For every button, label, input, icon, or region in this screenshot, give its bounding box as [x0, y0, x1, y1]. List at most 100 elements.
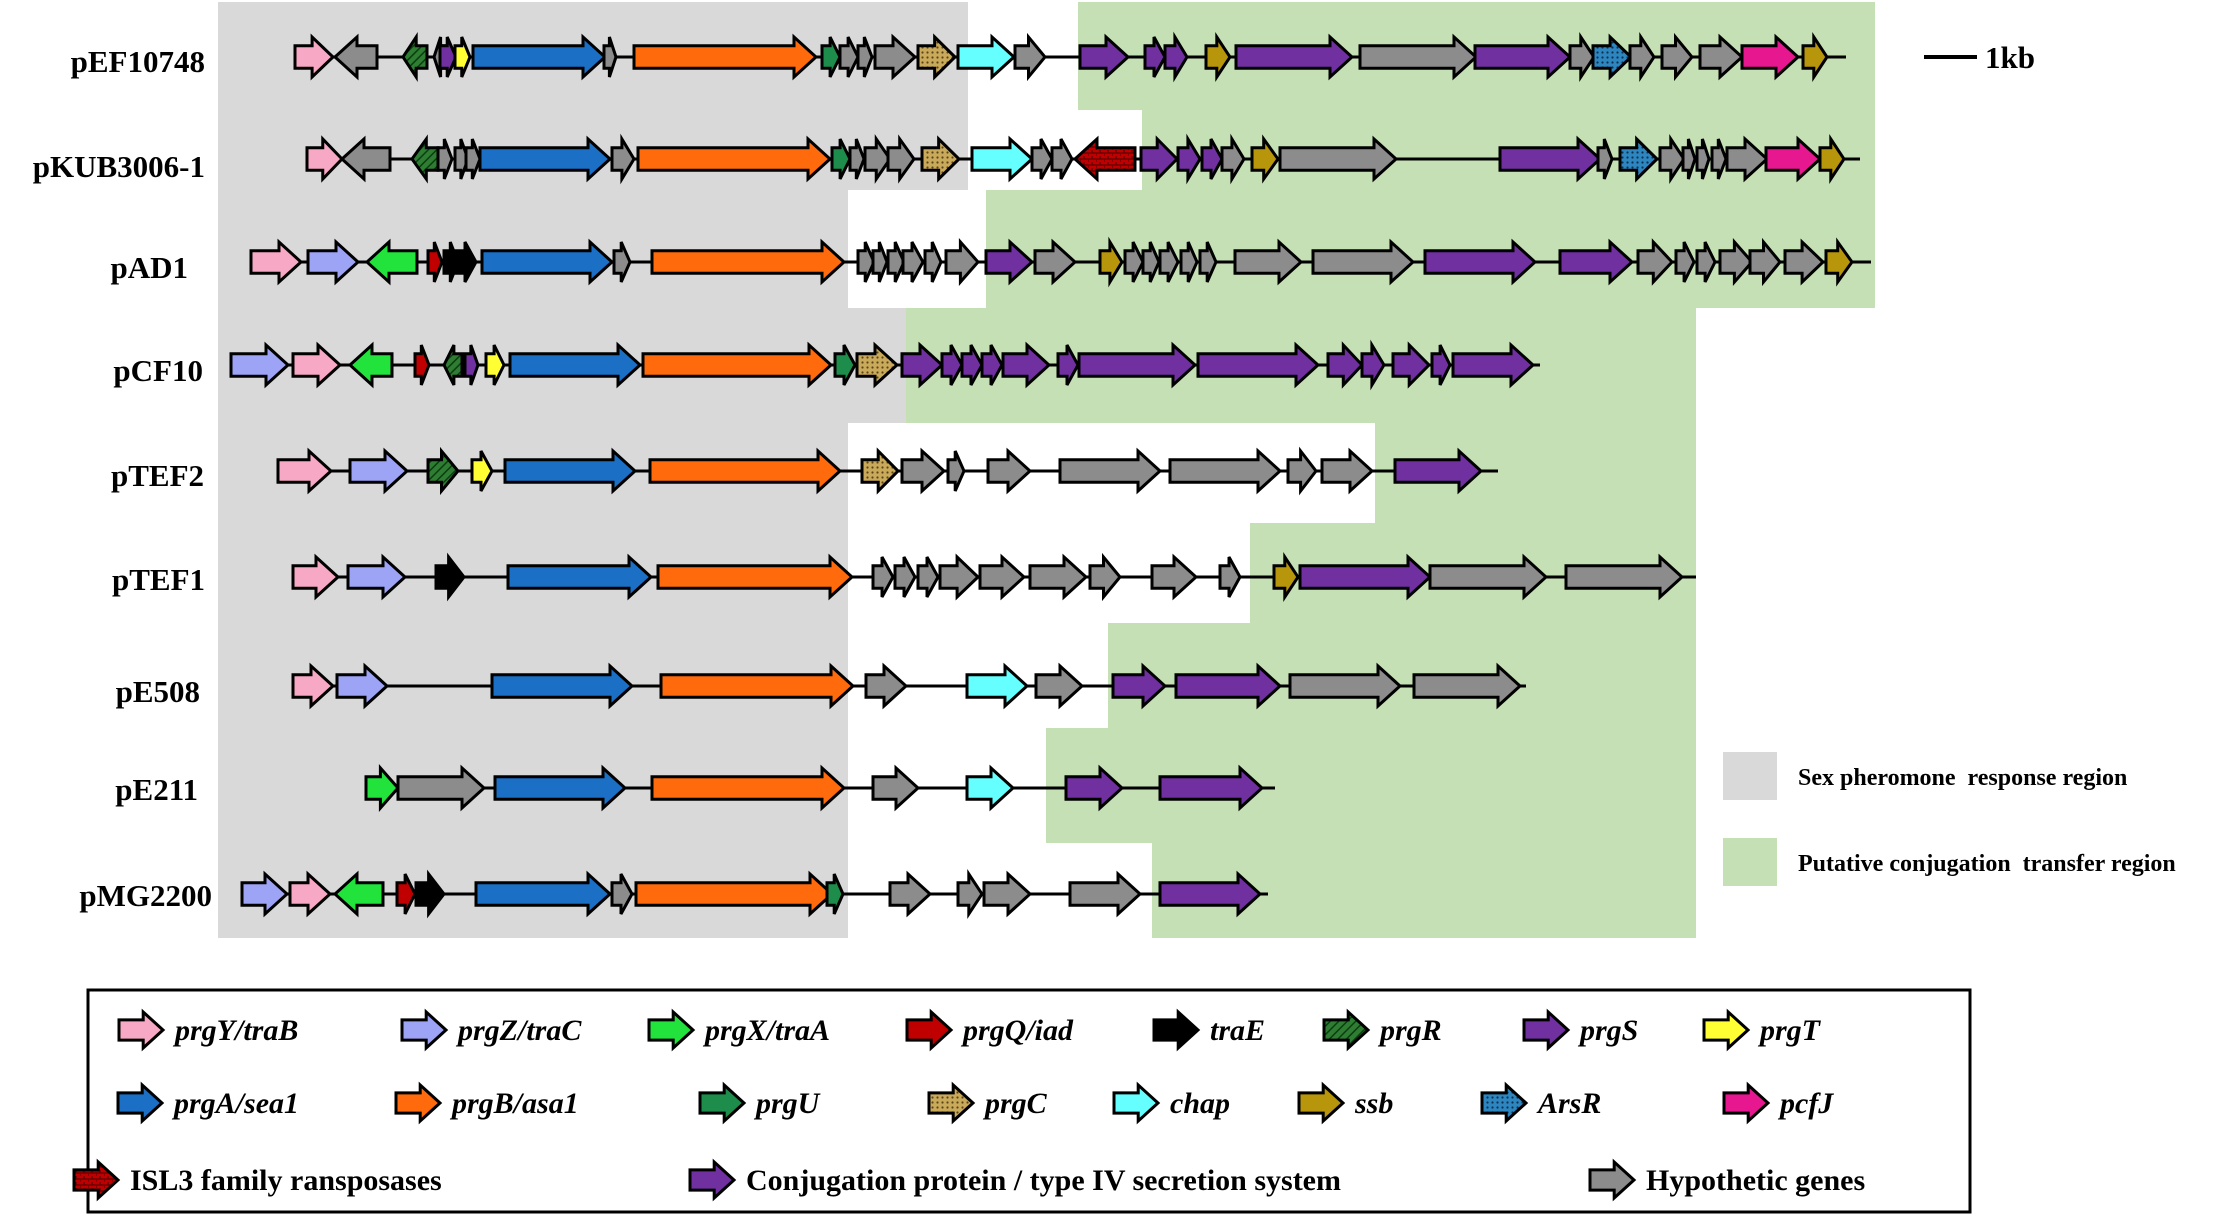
gene-arrow: [956, 869, 984, 919]
gene-arrow: [1088, 552, 1122, 602]
gene-arrow: [636, 135, 833, 183]
gene-arrow: [965, 662, 1030, 710]
legend-gene-arrow: [698, 1081, 747, 1125]
gene-legend-label: prgC: [982, 1087, 1048, 1120]
gene-arrow: [855, 341, 900, 389]
gene-legend-item: ISL3 family ransposases: [72, 1158, 442, 1202]
legend-gene-arrow: [1702, 1008, 1751, 1052]
gene-legend: prgY/traB prgZ/traC prgX/traA prgQ/iad traE p…: [72, 988, 1972, 1214]
plasmid-label: pTEF1: [112, 562, 205, 597]
gene-arrow: [1033, 238, 1078, 286]
gene-arrow: [306, 238, 361, 286]
gene-legend-label: chap: [1170, 1087, 1230, 1120]
gene-arrow: [1660, 32, 1694, 82]
gene-arrow: [434, 552, 466, 602]
gene-arrow: [1498, 135, 1603, 183]
gene-arrow: [833, 344, 857, 386]
gene-arrow: [1725, 135, 1770, 183]
gene-arrow: [240, 870, 290, 918]
gene-arrow: [1658, 134, 1686, 184]
legend-gene-arrow: [1322, 1008, 1371, 1052]
gene-arrow: [1698, 33, 1745, 81]
gene-arrow: [1174, 662, 1283, 710]
gene-arrow: [1218, 556, 1242, 598]
gene-arrow: [1111, 662, 1168, 710]
region-legend-swatch: [1723, 752, 1777, 800]
gene-arrow: [493, 764, 628, 812]
gene-arrow: [1168, 447, 1283, 495]
gene-arrow: [610, 133, 636, 185]
gene-arrow: [1320, 447, 1375, 495]
gene-legend-label: prgX/traA: [702, 1014, 830, 1047]
gene-legend-label: prgR: [1377, 1014, 1442, 1047]
legend-gene-arrow: [1522, 1008, 1571, 1052]
gene-arrow: [413, 344, 431, 386]
gene-legend-item: prgY/traB: [117, 1008, 298, 1052]
legend-gene-arrow: [117, 1008, 166, 1052]
gene-legend-label: traE: [1210, 1014, 1265, 1047]
gene-legend-item: Hypothetic genes: [1588, 1158, 1865, 1202]
gene-legend-item: prgQ/iad: [905, 1008, 1074, 1052]
gene-arrow: [1158, 764, 1265, 812]
gene-legend-label: prgB/asa1: [449, 1087, 579, 1120]
gene-legend-item: prgZ/traC: [400, 1008, 582, 1052]
region-legend-label: Sex pheromone response region: [1798, 765, 2127, 791]
gene-arrow: [305, 135, 345, 183]
gene-arrow: [348, 447, 410, 495]
gene-arrow: [346, 553, 408, 601]
gene-arrow: [453, 138, 470, 180]
legend-gene-arrow: [1722, 1081, 1771, 1125]
gene-legend-label: ISL3 family ransposases: [130, 1164, 442, 1197]
gene-arrow: [871, 241, 889, 283]
gene-legend-item: chap: [1112, 1081, 1230, 1125]
gene-arrow: [1139, 135, 1180, 183]
gene-arrow: [920, 135, 962, 183]
plasmid-track: [240, 869, 1268, 919]
gene-arrow: [1233, 238, 1304, 286]
gene-arrow: [426, 446, 460, 496]
gene-legend-item: prgA/sea1: [116, 1081, 299, 1125]
gene-arrow: [484, 344, 506, 386]
gene-arrow: [293, 33, 336, 81]
legend-gene-arrow: [72, 1158, 121, 1202]
gene-arrow: [291, 553, 341, 601]
gene-arrow: [1288, 662, 1403, 710]
gene-legend-item: pcfJ: [1722, 1081, 1834, 1125]
legend-gene-arrow: [1480, 1081, 1529, 1125]
gene-legend-item: ssb: [1297, 1081, 1393, 1125]
plasmid-track: [364, 764, 1275, 812]
plasmid-track: [291, 552, 1696, 602]
gene-arrow: [848, 138, 866, 180]
gene-arrow: [982, 870, 1033, 918]
gene-arrow: [471, 33, 608, 81]
gene-arrow: [1158, 241, 1180, 283]
scale-bar-label: 1kb: [1985, 40, 2035, 75]
gene-arrow: [984, 238, 1035, 286]
gene-arrow: [641, 341, 834, 389]
gene-legend-label: prgY/traB: [172, 1014, 298, 1047]
gene-arrow: [1198, 241, 1218, 283]
gene-arrow: [838, 36, 860, 78]
gene-arrow: [1391, 341, 1432, 389]
gene-arrow: [229, 341, 291, 389]
gene-arrow: [506, 553, 654, 601]
gene-arrow: [1636, 238, 1675, 286]
gene-arrow: [946, 450, 966, 492]
legend-gene-arrow: [400, 1008, 449, 1052]
gene-arrow: [944, 238, 980, 286]
gene-arrow: [901, 241, 925, 283]
gene-arrow: [940, 344, 964, 386]
gene-legend-item: Conjugation protein / type IV secretion …: [688, 1158, 1341, 1202]
gene-arrow: [886, 241, 906, 283]
gene-arrow: [1204, 32, 1232, 82]
gene-legend-item: prgR: [1322, 1008, 1442, 1052]
gene-arrow: [1179, 241, 1199, 283]
gene-arrow: [364, 238, 419, 286]
gene-arrow: [825, 873, 845, 915]
gene-arrow: [871, 556, 895, 598]
gene-arrow: [1591, 33, 1634, 81]
legend-gene-arrow: [1588, 1158, 1637, 1202]
gene-arrow: [1412, 662, 1523, 710]
